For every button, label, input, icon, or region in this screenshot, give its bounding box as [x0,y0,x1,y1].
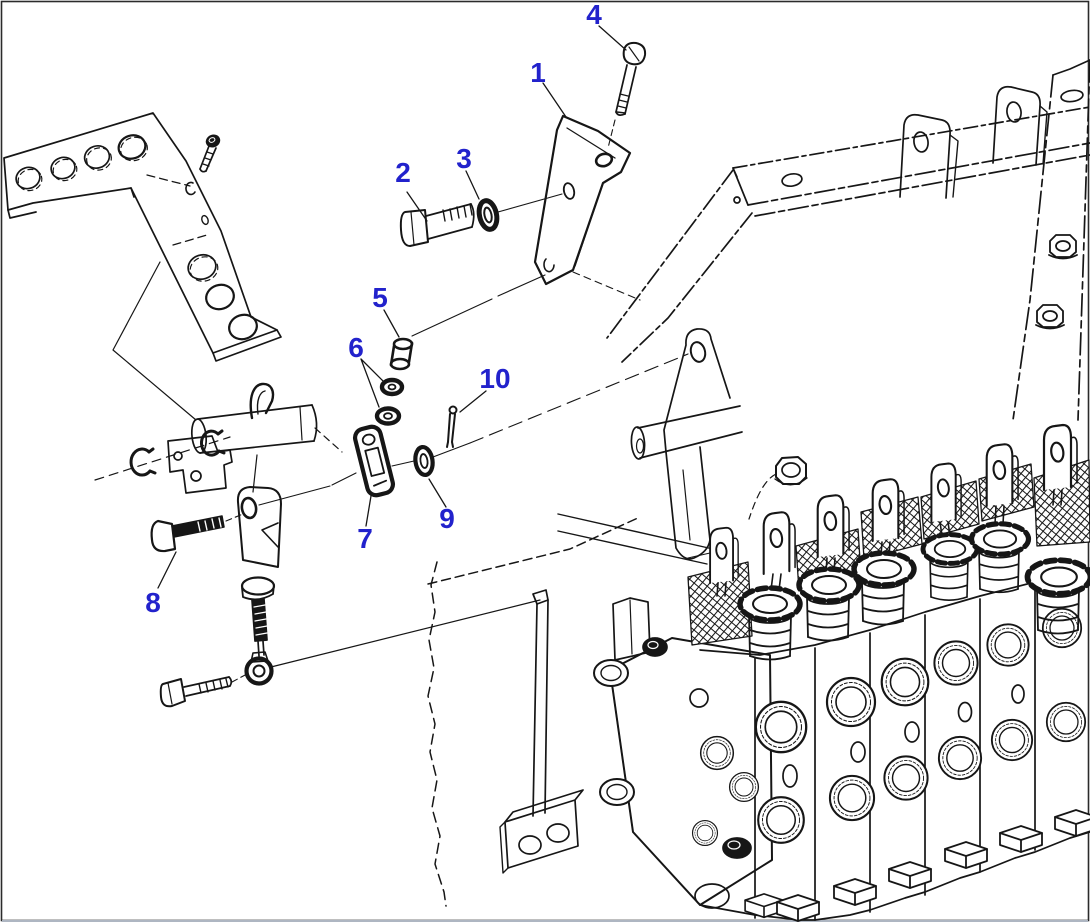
washer-9 [413,444,435,478]
washer-3 [476,198,500,232]
turnbuckle-rod [251,598,268,657]
link-7 [352,424,396,498]
bolt-2 [399,203,475,247]
callout-2: 2 [395,157,411,188]
callout-7: 7 [357,523,373,554]
arm-pin [630,405,743,460]
callout-9: 9 [439,503,455,534]
leader-2 [406,191,428,222]
snap-ring-left [129,447,157,477]
leader-1 [542,82,567,118]
cotter-pin-10 [446,405,458,448]
panel-torn-edge [427,516,641,907]
leader-6 [360,358,385,408]
callout-6: 6 [348,332,364,363]
control-valve-assembly [593,423,1090,922]
clevis-lock-nut [240,576,276,601]
frame-weldment [606,106,1090,363]
leader-pivot-to-clevis [252,454,258,493]
floating-flange-nut [748,456,808,520]
leader-arm-to-clevis [687,552,711,559]
bolt-4 [607,41,647,149]
pivot-axis-ext [314,427,343,453]
spacer-5 [389,337,414,371]
callout-5: 5 [372,282,388,313]
pivot-axis-line [94,436,231,481]
support-strip [532,589,549,817]
axis-bracket-to-spacer [411,274,546,337]
link-axis-line [258,442,471,506]
callout-leaders [157,25,627,589]
frame-tab-right [992,85,1048,166]
washer-6a [379,377,405,397]
leader-5 [383,309,400,338]
leader-rodend-to-valve [270,599,541,668]
leader-8 [157,551,177,589]
callout-3: 3 [456,143,472,174]
bolt-8 [150,513,244,553]
frame-tab-left [899,113,959,199]
leader-7 [365,495,372,527]
clevis-yoke [236,486,282,568]
callout-8: 8 [145,587,161,618]
callout-10: 10 [479,363,510,394]
lower-bolt [159,673,248,708]
frame-right-member [1012,59,1090,421]
pivot-bracket [167,435,233,494]
washer-6b [374,406,402,426]
rod-end [244,651,274,686]
leader-4 [598,25,627,51]
leader-washer-to-bracket [497,193,563,213]
leader-9 [428,478,447,508]
mount-ledge [557,513,714,565]
callout-1: 1 [530,57,546,88]
valve-endplate [593,597,784,919]
foot-plate [499,789,584,874]
link-axis-to-arm [469,353,689,444]
callouts: 1 2 3 4 5 6 7 8 9 10 [145,0,602,618]
callout-4: 4 [586,0,602,30]
mounting-screw [199,134,221,173]
leader-plate-to-pivot [112,261,197,421]
leader-bracket-to-frame [572,271,641,301]
bracket-part-1 [533,114,632,286]
pedal-plate [3,112,282,362]
leader-3 [465,170,480,200]
valve-bottom-plugs [776,809,1090,922]
swing-arm [663,328,731,560]
leader-10 [459,390,487,413]
valve-ports [754,607,1087,844]
